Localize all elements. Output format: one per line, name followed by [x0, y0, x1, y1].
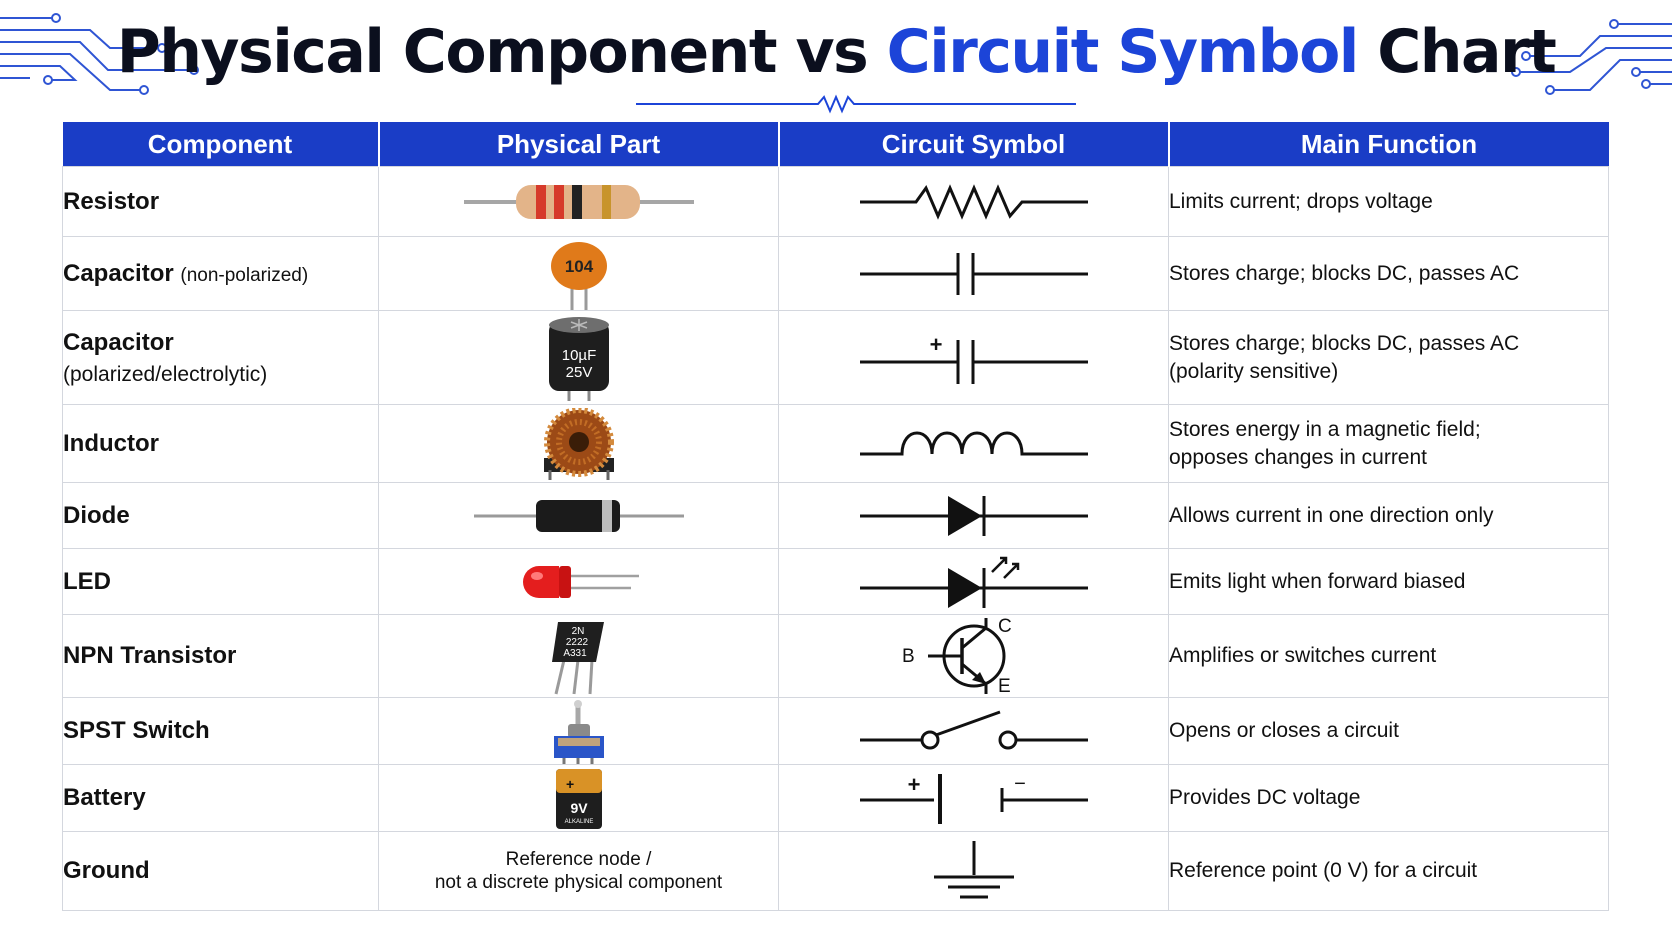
component-chart-table: Component Physical Part Circuit Symbol M… — [62, 122, 1609, 911]
battery-voltage-label: 9V — [570, 800, 588, 816]
title-part1: Physical Component vs — [116, 17, 887, 87]
component-name: Capacitor — [63, 328, 174, 356]
component-subtitle: (polarized/electrolytic) — [63, 362, 268, 386]
component-name: Diode — [62, 482, 379, 549]
base-label: B — [902, 646, 915, 667]
electrolytic-capacitor-value: 10µF — [561, 347, 596, 364]
page-title: Physical Component vs Circuit Symbol Cha… — [0, 12, 1672, 92]
resistor-symbol-icon — [859, 183, 1088, 220]
component-name: LED — [62, 548, 379, 615]
function-text: Stores charge; blocks DC, passes AC — [1168, 236, 1609, 311]
battery-photo-plus: + — [566, 776, 574, 792]
table-row: Capacitor (non-polarized) 104 Stores cha… — [62, 236, 1609, 311]
table-row: SPST Switch — [62, 697, 1609, 765]
capacitor-symbol-icon — [859, 252, 1088, 295]
table-row: Diode Allows current in one direction on… — [62, 482, 1609, 549]
function-text: Provides DC voltage — [1168, 764, 1609, 832]
function-text: Reference point (0 V) for a circuit — [1168, 831, 1609, 911]
component-name: Battery — [62, 764, 379, 832]
npn-transistor-photo-icon: 2N 2222 A331 — [551, 622, 604, 695]
resistor-photo-icon — [463, 184, 694, 219]
header-circuit-symbol: Circuit Symbol — [778, 122, 1170, 167]
table-row: Inductor Stores energy in a magnetic fie… — [62, 404, 1609, 483]
toroid-inductor-photo-icon — [543, 407, 614, 480]
table-row: NPN Transistor 2N 2222 A331 — [62, 614, 1609, 698]
component-name: Ground — [62, 831, 379, 911]
function-text: Stores charge; blocks DC, passes AC — [1169, 331, 1520, 355]
component-name: Capacitor — [63, 259, 174, 287]
npn-transistor-symbol-icon: B C E — [902, 616, 1012, 696]
transistor-label-1: 2N — [571, 626, 584, 637]
table-row: Capacitor (polarized/electrolytic) 10µF 2… — [62, 310, 1609, 405]
9v-battery-photo-icon: + 9V ALKALINE — [555, 769, 602, 829]
title-underline-icon — [636, 94, 1076, 114]
collector-label: C — [998, 616, 1012, 637]
polarity-plus-label: + — [929, 332, 942, 357]
header-component: Component — [62, 122, 380, 167]
title-part2: Chart — [1357, 17, 1557, 87]
component-subtitle: (non-polarized) — [180, 264, 309, 286]
spst-switch-symbol-icon — [859, 710, 1088, 750]
ground-symbol-icon — [933, 841, 1014, 899]
component-name: NPN Transistor — [62, 614, 379, 698]
table-row: Ground Reference node /not a discrete ph… — [62, 831, 1609, 911]
battery-minus-label: − — [1014, 773, 1026, 795]
ground-note-2: not a discrete physical component — [434, 872, 723, 893]
function-text: Limits current; drops voltage — [1168, 166, 1609, 237]
electrolytic-capacitor-voltage: 25V — [565, 364, 592, 381]
electrolytic-capacitor-photo-icon: 10µF 25V — [548, 316, 609, 401]
led-photo-icon — [522, 565, 639, 598]
diode-symbol-icon — [859, 495, 1088, 536]
function-text-2: (polarity sensitive) — [1169, 359, 1339, 383]
component-name: SPST Switch — [62, 697, 379, 765]
ground-note-1: Reference node / — [505, 849, 652, 870]
circuit-trace-left-icon — [0, 13, 199, 95]
table-row: LED Emits light when — [62, 548, 1609, 615]
header-row: Component Physical Part Circuit Symbol M… — [62, 122, 1609, 167]
ceramic-capacitor-photo-icon: 104 — [550, 241, 607, 310]
header-main-function: Main Function — [1168, 122, 1609, 167]
table-row: Battery + 9V ALKALINE + − — [62, 764, 1609, 832]
function-text: Emits light when forward biased — [1168, 548, 1609, 615]
diode-photo-icon — [473, 499, 684, 532]
function-text: Amplifies or switches current — [1168, 614, 1609, 698]
function-text: Allows current in one direction only — [1168, 482, 1609, 549]
led-symbol-icon — [859, 556, 1088, 608]
ceramic-capacitor-label: 104 — [564, 257, 593, 276]
battery-plus-label: + — [907, 772, 920, 797]
emitter-label: E — [998, 676, 1011, 696]
toggle-switch-photo-icon — [553, 700, 604, 764]
title-accent: Circuit Symbol — [886, 17, 1360, 87]
battery-symbol-icon: + − — [859, 772, 1088, 824]
function-text-2: opposes changes in current — [1169, 445, 1427, 469]
function-text: Opens or closes a circuit — [1168, 697, 1609, 765]
header-physical-part: Physical Part — [378, 122, 780, 167]
transistor-label-2: 2222 — [565, 637, 588, 648]
circuit-trace-right-icon — [1511, 19, 1672, 95]
battery-type-label: ALKALINE — [564, 819, 593, 825]
component-name: Inductor — [62, 404, 379, 483]
polarized-capacitor-symbol-icon: + — [859, 332, 1088, 384]
inductor-symbol-icon — [859, 431, 1088, 455]
component-name: Resistor — [62, 166, 379, 237]
table-row: Resistor Limits current; drops voltage — [62, 166, 1609, 237]
transistor-label-3: A331 — [563, 648, 587, 659]
function-text: Stores energy in a magnetic field; — [1169, 417, 1481, 441]
